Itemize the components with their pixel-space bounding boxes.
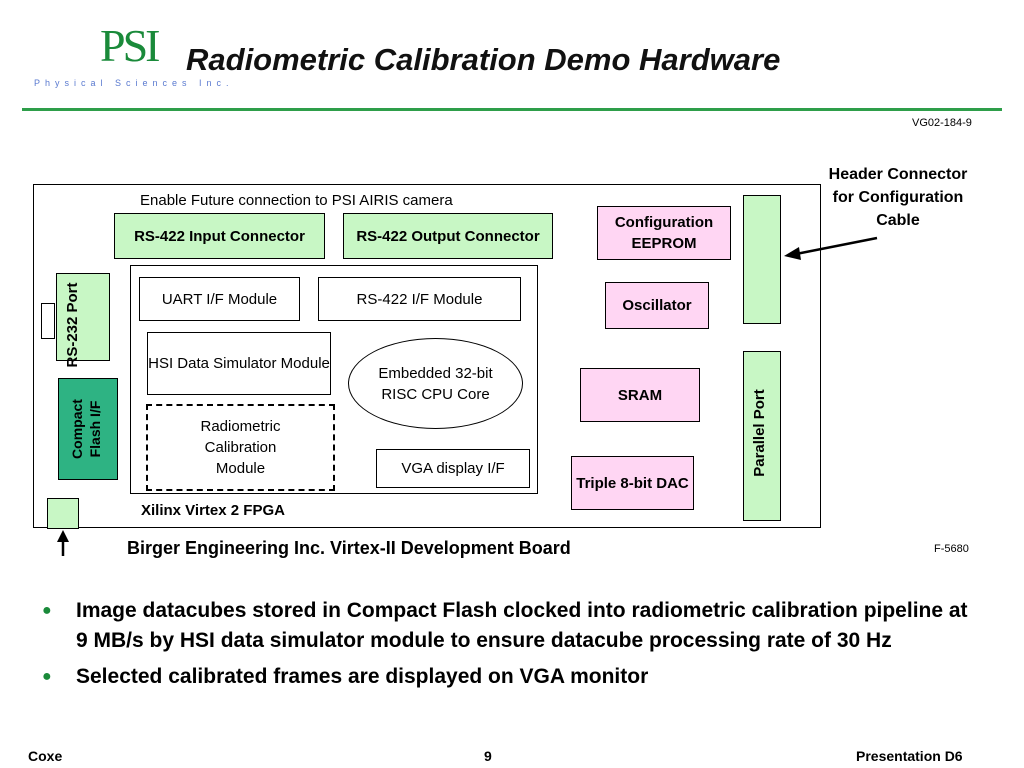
rs232-connector (41, 303, 55, 339)
compact-flash-interface (58, 378, 118, 480)
psi-logo: PSI (100, 20, 160, 71)
bullet-icon: ● (42, 668, 52, 685)
radiometric-calibration-module: Radiometric Calibration Module (146, 404, 335, 491)
rs422-input-connector: RS-422 Input Connector (114, 213, 325, 259)
triple-dac: Triple 8-bit DAC (571, 456, 694, 510)
bullet-item: ● Selected calibrated frames are display… (40, 662, 980, 692)
page-title: Radiometric Calibration Demo Hardware (186, 42, 781, 77)
bullet-item: ● Image datacubes stored in Compact Flas… (40, 596, 980, 656)
camera-note: Enable Future connection to PSI AIRIS ca… (140, 192, 453, 209)
cpu-core: Embedded 32-bit RISC CPU Core (348, 338, 523, 429)
logo-subtitle: Physical Sciences Inc. (34, 78, 234, 88)
hsi-simulator-module: HSI Data Simulator Module (147, 332, 331, 395)
callout-arrow-line (795, 236, 878, 256)
rs232-port (56, 273, 110, 361)
callout-arrow-head (784, 247, 801, 260)
page-number: 9 (484, 748, 492, 764)
development-board (33, 184, 821, 528)
footer-presentation: Presentation D6 (856, 748, 963, 764)
header-callout: Header Connector for Configuration Cable (828, 166, 968, 229)
sram: SRAM (580, 368, 700, 422)
fpga-label: Xilinx Virtex 2 FPGA (141, 502, 285, 519)
bullet-list: ● Image datacubes stored in Compact Flas… (40, 596, 980, 698)
header-connector (743, 195, 781, 324)
document-id: VG02-184-9 (912, 117, 972, 129)
rs422-output-connector: RS-422 Output Connector (343, 213, 553, 259)
oscillator: Oscillator (605, 282, 709, 329)
configuration-eeprom: Configuration EEPROM (597, 206, 731, 260)
connector-arrow-head (57, 530, 69, 542)
title-divider (22, 108, 1002, 111)
parallel-port (743, 351, 781, 521)
uart-module: UART I/F Module (139, 277, 300, 321)
small-connector (47, 498, 79, 529)
board-label: Birger Engineering Inc. Virtex-II Develo… (127, 538, 571, 558)
footer-author: Coxe (28, 748, 63, 764)
figure-id: F-5680 (934, 543, 969, 555)
bullet-icon: ● (42, 602, 52, 619)
vga-interface: VGA display I/F (376, 449, 530, 488)
rs422-module: RS-422 I/F Module (318, 277, 521, 321)
